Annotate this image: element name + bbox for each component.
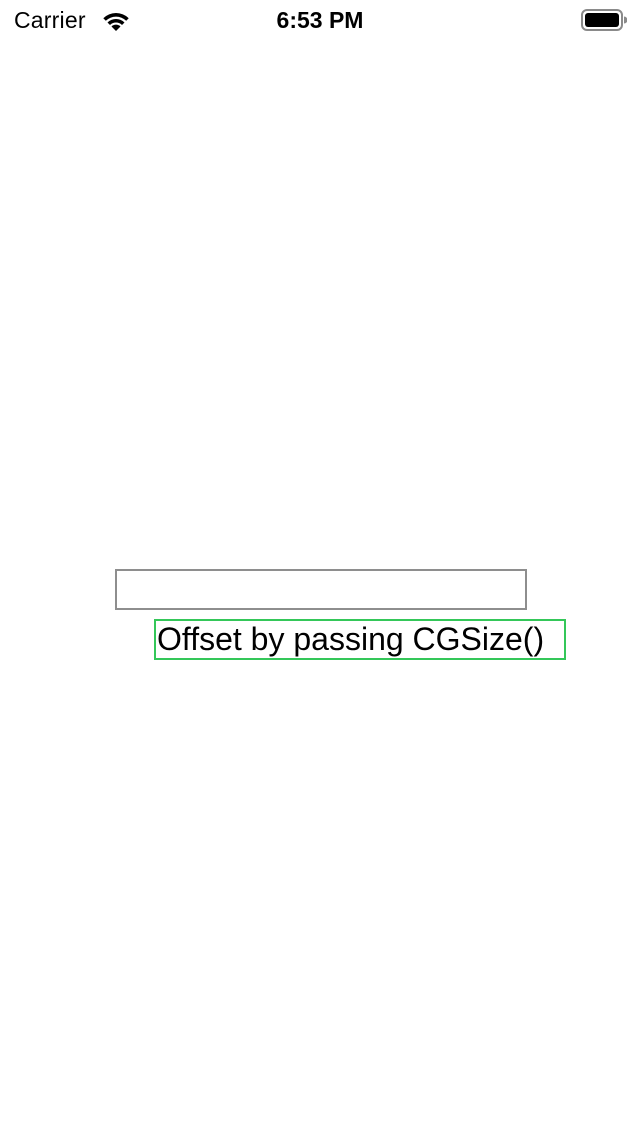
carrier-label: Carrier	[14, 7, 86, 33]
original-frame-box	[115, 569, 527, 610]
status-bar: Carrier 6:53 PM	[0, 0, 640, 40]
battery-icon	[581, 9, 628, 31]
offset-text-label: Offset by passing CGSize()	[157, 621, 545, 657]
wifi-icon	[100, 9, 132, 33]
offset-text-frame: Offset by passing CGSize()	[154, 619, 566, 660]
clock-time: 6:53 PM	[276, 7, 364, 33]
